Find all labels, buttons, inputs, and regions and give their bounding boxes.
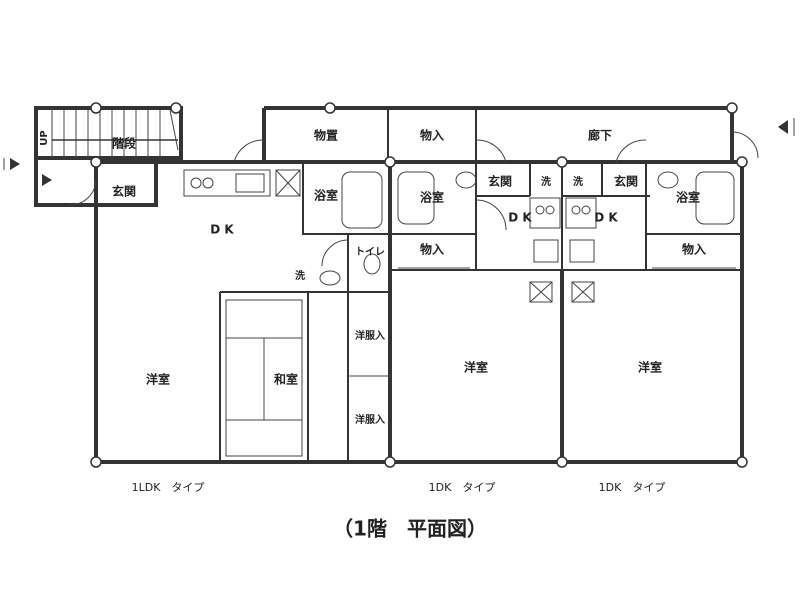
u2-dk-label: D K	[508, 211, 532, 225]
u2-bath-label: 浴室	[420, 190, 444, 205]
fixtures	[183, 169, 736, 303]
u1-entrance-label: 玄関	[112, 184, 136, 199]
u2-entrance-label: 玄関	[488, 174, 512, 189]
u1-closet-a-label: 洋服入	[355, 329, 385, 342]
u3-wash-label: 洗	[573, 175, 583, 188]
u2-wash-label: 洗	[541, 175, 551, 188]
u3-bath-label: 浴室	[676, 190, 700, 205]
corridor-label: 廊下	[588, 128, 612, 143]
u1-bath-label: 浴室	[314, 188, 338, 203]
stairs-label: 階段	[112, 136, 137, 151]
u1-japanese-label: 和室	[273, 372, 298, 387]
u3-closet-label: 物入	[682, 242, 706, 257]
exterior-walls	[34, 106, 744, 464]
unit-type-label-1ldk: 1LDK タイプ	[132, 481, 205, 494]
partitions	[219, 108, 742, 462]
u3-dk-label: D K	[594, 211, 618, 225]
u2-closet-top-label: 物入	[420, 128, 444, 143]
floor-plan-title: （1階 平面図）	[333, 517, 487, 541]
up-label: UP	[39, 130, 50, 145]
u1-western-label: 洋室	[146, 372, 170, 387]
entry-arrow-icon	[3, 158, 52, 186]
u1-wash-label: 洗	[295, 269, 305, 282]
storage-label: 物置	[314, 128, 338, 143]
u1-toilet-label: トイレ	[355, 246, 385, 258]
columns	[90, 102, 748, 468]
unit-type-label-1dk-a: 1DK タイプ	[429, 481, 496, 494]
u1-dk-label: D K	[210, 223, 234, 237]
u1-closet-b-label: 洋服入	[355, 413, 385, 426]
u2-western-label: 洋室	[464, 360, 488, 375]
staircase	[34, 106, 183, 160]
entry-arrow-right-icon	[778, 118, 795, 136]
u3-western-label: 洋室	[638, 360, 662, 375]
u3-entrance-label: 玄関	[614, 174, 638, 189]
u2-closet-label: 物入	[420, 242, 444, 257]
unit-type-label-1dk-b: 1DK タイプ	[599, 481, 666, 494]
door-swings	[69, 131, 759, 267]
